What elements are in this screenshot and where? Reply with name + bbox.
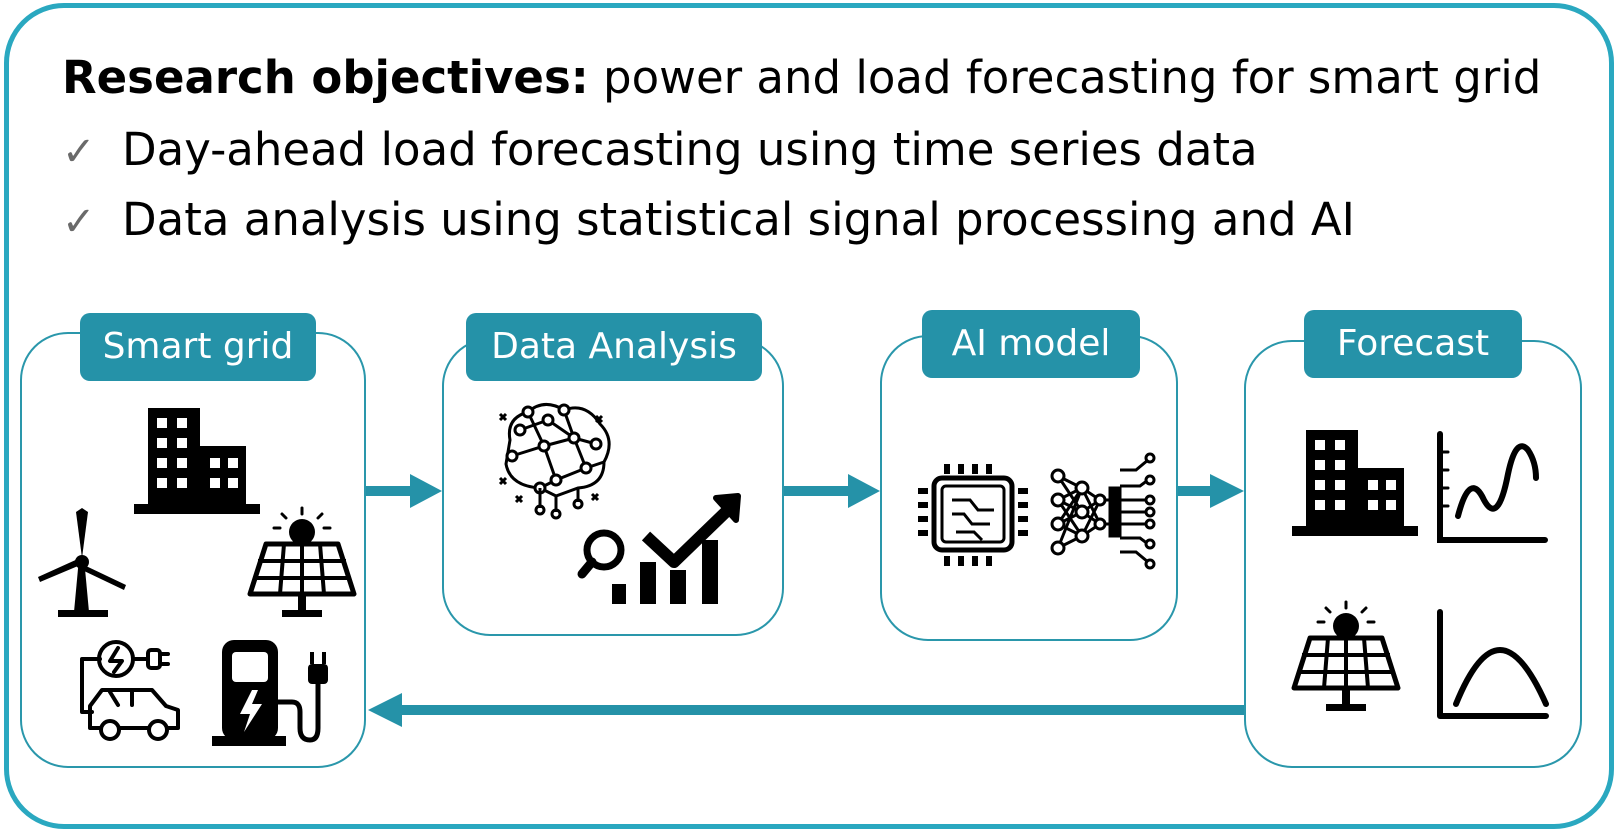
stage-label-ai-model: AI model [922,310,1140,378]
building-icon [134,408,260,514]
neural-network-icon [1050,452,1156,570]
objective-item: ✓ Data analysis using statistical signal … [62,192,1355,250]
load-curve-chart-icon [1437,431,1548,543]
outer-frame [4,3,1614,829]
title-bold: Research objectives: [62,51,589,104]
arrow-smart-grid-to-data-analysis [366,474,442,508]
chip-icon [918,464,1028,566]
arrow-ai-model-to-forecast [1178,474,1244,508]
building-icon [1292,430,1418,536]
arrow-data-analysis-to-ai-model [784,474,880,508]
title-rest: power and load forecasting for smart gri… [588,51,1542,104]
objective-text: Day-ahead load forecasting using time se… [122,123,1258,176]
stage-ai-model [880,335,1178,641]
arrow-forecast-to-smart-grid [368,693,1244,727]
charging-station-icon [212,640,328,746]
solar-panel-icon [250,508,354,617]
stage-label-forecast: Forecast [1304,310,1522,378]
check-icon: ✓ [62,129,96,175]
check-icon: ✓ [62,199,96,245]
stage-forecast [1244,340,1582,768]
neural-brain-icon [498,403,611,520]
page-title: Research objectives: power and load fore… [62,50,1541,106]
ev-charging-car-icon [80,640,180,741]
solar-panel-icon [1294,602,1398,711]
wind-turbine-icon [38,508,126,617]
stage-label-data-analysis: Data Analysis [466,313,762,381]
stage-label-smart-grid: Smart grid [80,313,316,381]
objective-text: Data analysis using statistical signal p… [122,193,1355,246]
generation-curve-chart-icon [1437,609,1549,719]
objective-item: ✓ Day-ahead load forecasting using time s… [62,122,1258,180]
analytics-chart-icon [577,493,741,604]
